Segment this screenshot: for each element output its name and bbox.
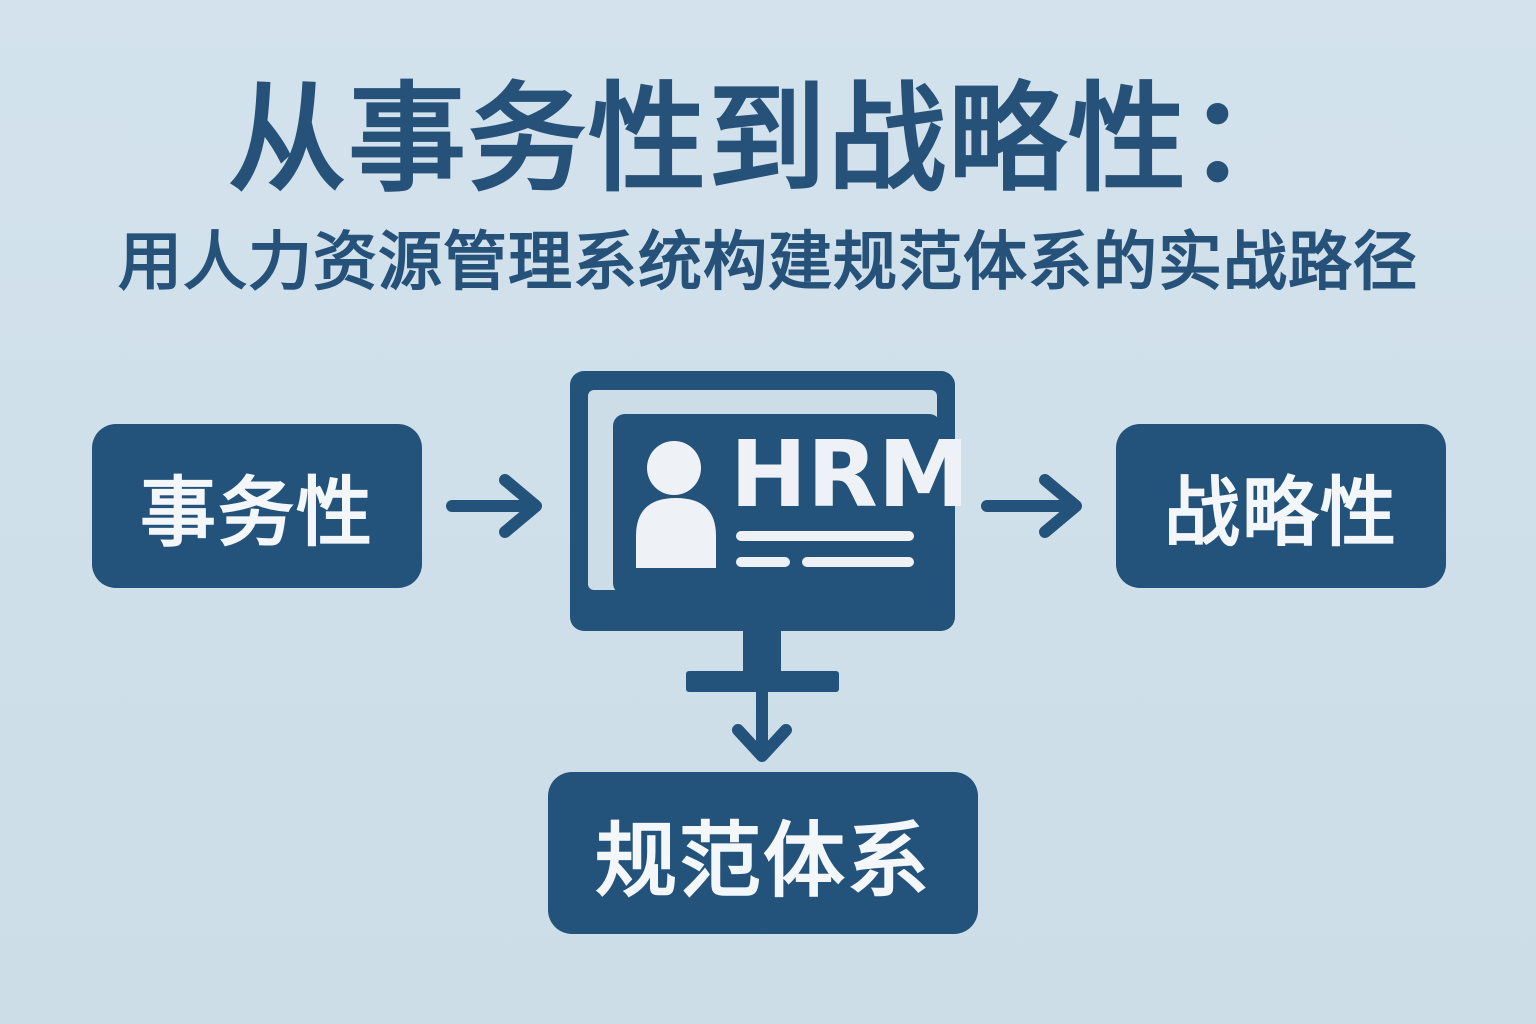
node-standard-system: 规范体系 — [548, 772, 978, 934]
page-subtitle: 用人力资源管理系统构建规范体系的实战路径 — [118, 226, 1418, 300]
arrow-right-icon — [446, 474, 542, 538]
hrm-label: HRM — [730, 421, 969, 528]
node-transactional: 事务性 — [92, 424, 422, 588]
user-profile-monitor-icon: HRM — [570, 371, 969, 631]
page-title: 从事务性到战略性： — [227, 70, 1308, 208]
node-strategic: 战略性 — [1116, 424, 1446, 588]
arrow-right-icon — [981, 474, 1082, 538]
arrow-down-icon — [686, 630, 839, 762]
